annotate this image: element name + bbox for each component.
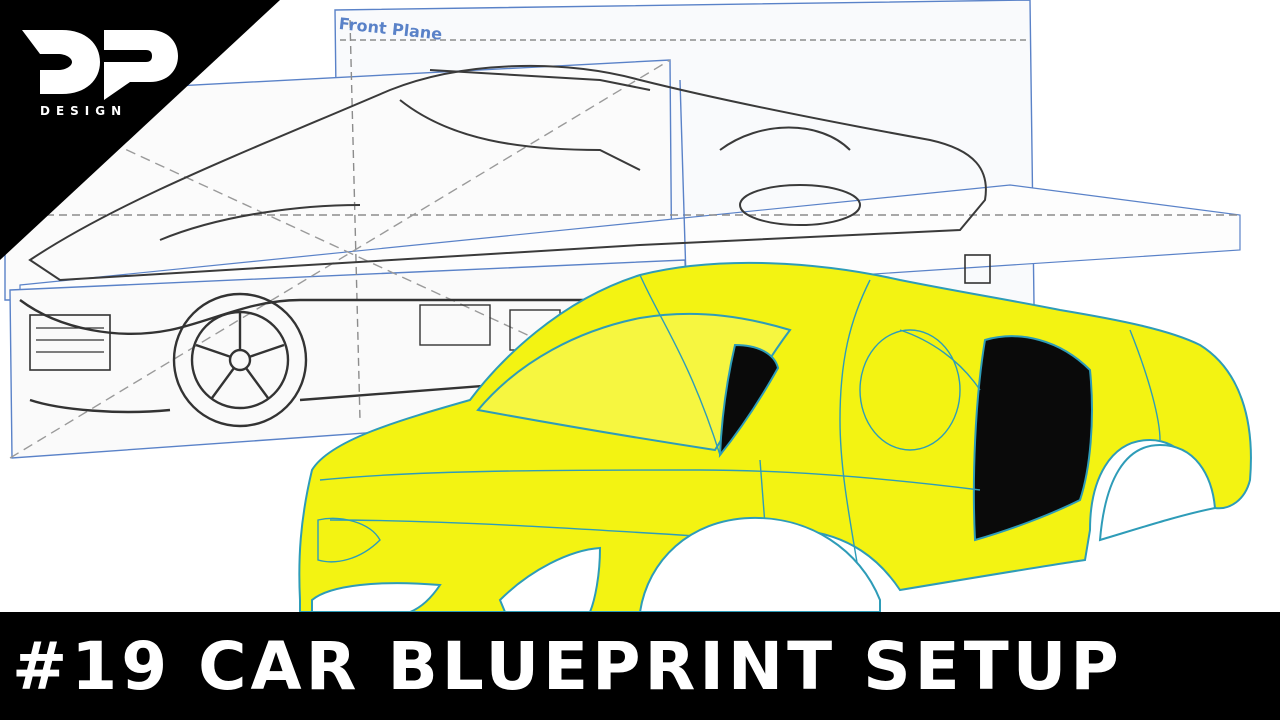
dp-monogram-icon <box>22 30 178 100</box>
cad-scene <box>4 0 1252 612</box>
yellow-car-model <box>298 261 1252 612</box>
video-title: #19 CAR BLUEPRINT SETUP <box>12 628 1123 705</box>
title-bar <box>0 612 1280 720</box>
windshield <box>476 312 792 452</box>
front-intake <box>311 582 442 612</box>
side-window <box>972 335 1093 542</box>
brand-corner-banner <box>0 0 280 260</box>
top-blueprint-sketch <box>28 64 987 282</box>
wheel-outline <box>172 292 308 428</box>
brand-wordmark: DESIGN <box>40 104 128 118</box>
rear-wheel-arch <box>1098 443 1217 542</box>
front-wheel-arch <box>638 516 881 612</box>
